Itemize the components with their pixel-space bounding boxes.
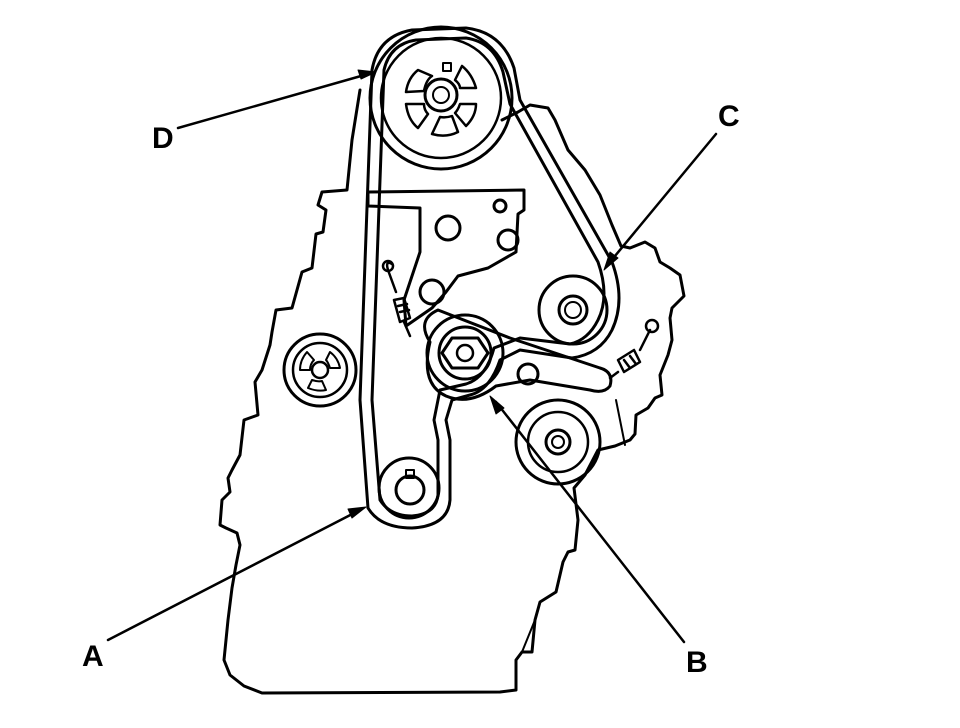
callout-a xyxy=(106,506,367,642)
timing-belt xyxy=(358,26,621,530)
crankshaft-pulley xyxy=(377,456,441,520)
water-pump-pulley xyxy=(282,332,358,408)
arrowhead-icon xyxy=(357,69,377,80)
engine-inner-edge xyxy=(521,619,536,653)
label-b: B xyxy=(686,646,708,679)
arrowhead-icon xyxy=(347,506,367,519)
tensioner-pulley xyxy=(425,313,505,393)
tensioner-spring-left xyxy=(381,259,412,338)
label-d: D xyxy=(152,122,174,155)
engine-inner-edge xyxy=(615,399,626,446)
tensioner-bracket xyxy=(366,188,526,328)
tensioner-spring-right xyxy=(608,318,660,380)
callout-d xyxy=(176,69,377,130)
idler-pulley-upper xyxy=(537,274,609,346)
callout-c xyxy=(603,132,718,271)
arrowhead-icon xyxy=(489,395,505,415)
engine-block-outline xyxy=(218,88,686,695)
tensioner-arm xyxy=(423,308,613,401)
label-a: A xyxy=(82,640,104,673)
arrowhead-icon xyxy=(603,251,619,271)
callout-b xyxy=(489,395,686,644)
label-c: C xyxy=(718,100,740,133)
oil-pump-pulley xyxy=(514,398,602,486)
